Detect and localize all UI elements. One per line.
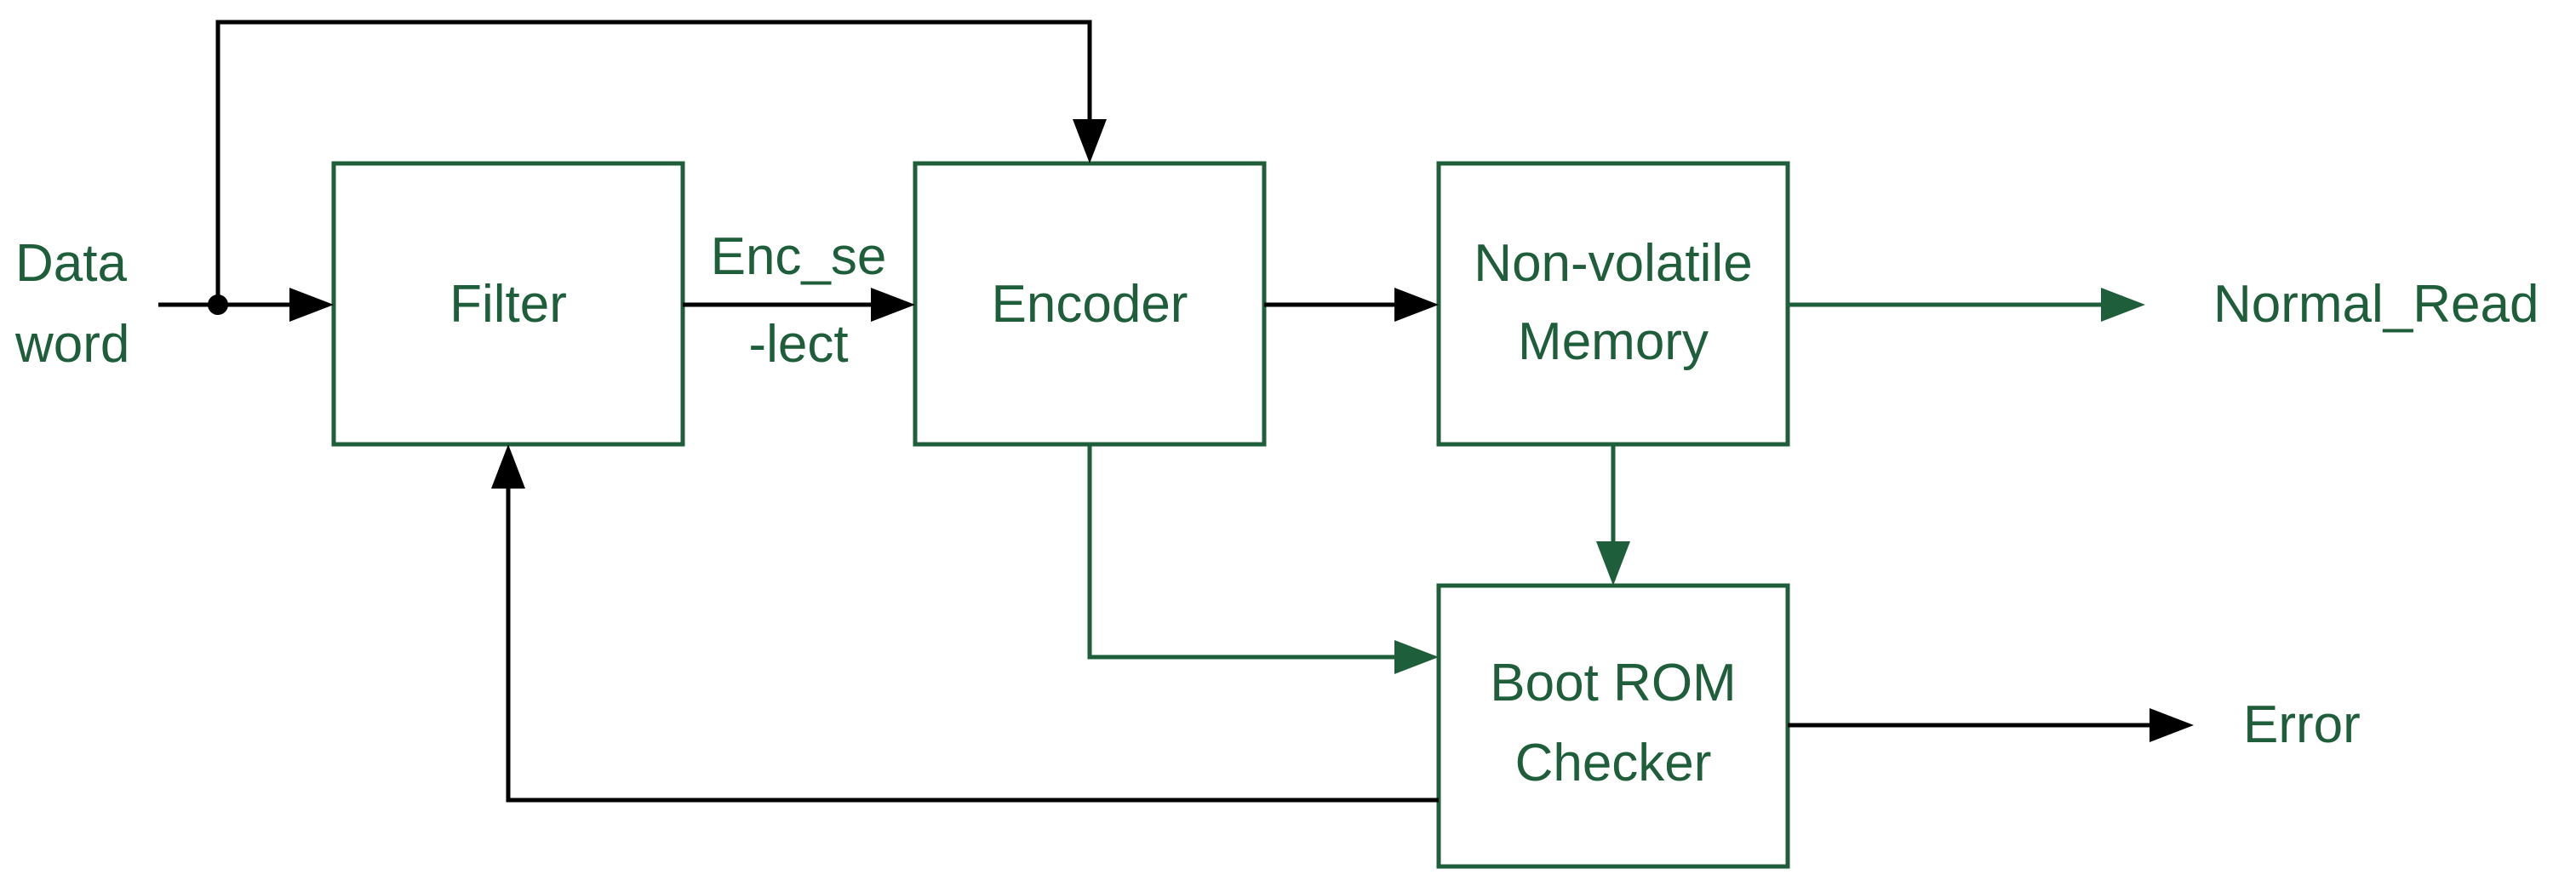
checker-label-line1: Boot ROM [1490, 654, 1736, 712]
arrowhead [871, 288, 915, 322]
encoder-to-checker-wire [1087, 444, 1439, 674]
data-word-label-line1: Data [15, 234, 127, 293]
enc-select-wire [683, 288, 915, 322]
filter-label: Filter [449, 275, 567, 334]
encoder-to-memory-wire [1264, 288, 1439, 322]
data-word-to-encoder-wire [215, 20, 1107, 305]
data-word-to-filter-wire [158, 288, 334, 322]
enc-select-label-line2: -lect [748, 315, 848, 374]
arrowhead [491, 444, 525, 489]
arrowhead [1596, 541, 1630, 586]
filter-block: Filter [331, 161, 685, 447]
encoder-block: Encoder [913, 161, 1267, 447]
enc-select-label-line1: Enc_se [711, 227, 887, 286]
arrowhead [2150, 708, 2194, 742]
memory-to-normal-read-wire [1788, 288, 2145, 322]
arrowhead [1394, 640, 1439, 674]
memory-block: Non-volatile Memory [1436, 161, 1790, 447]
checker-to-filter-feedback-wire [491, 444, 1439, 803]
data-word-label-line2: word [14, 315, 129, 374]
normal-read-label: Normal_Read [2213, 275, 2539, 334]
memory-to-checker-wire [1596, 444, 1630, 586]
encoder-label: Encoder [992, 275, 1188, 334]
memory-label-line2: Memory [1518, 312, 1709, 371]
arrowhead [1394, 288, 1439, 322]
checker-to-error-wire [1788, 708, 2194, 742]
checker-block: Boot ROM Checker [1436, 583, 1790, 869]
arrowhead [1073, 119, 1107, 163]
checker-label-line2: Checker [1515, 734, 1712, 792]
arrowhead [289, 288, 334, 322]
error-label: Error [2243, 695, 2361, 754]
arrowhead [2101, 288, 2145, 322]
memory-label-line1: Non-volatile [1474, 234, 1752, 293]
